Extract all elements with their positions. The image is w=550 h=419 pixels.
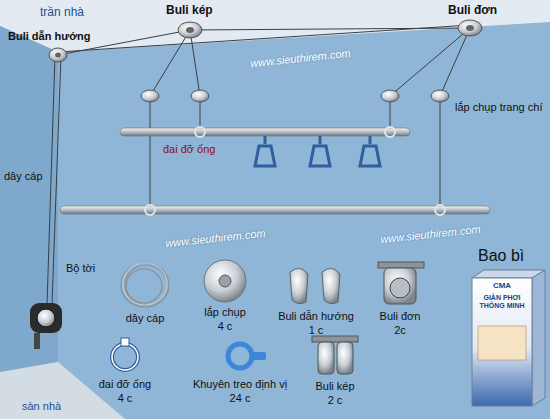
package-logo: CMA xyxy=(493,281,511,291)
area-label: trần nhà xyxy=(40,5,84,19)
package-box xyxy=(472,270,545,406)
ceiling-lids xyxy=(141,90,449,102)
double-pulley-part xyxy=(312,336,358,374)
cable-coil xyxy=(121,263,169,307)
part-name: Buli đơn xyxy=(380,310,421,323)
single-pulley-part xyxy=(378,262,424,304)
double-pulley xyxy=(178,22,202,38)
guide-pulley-part xyxy=(290,268,340,303)
part-name: Khuyên treo định vị xyxy=(193,378,287,391)
single-pulley xyxy=(458,20,482,36)
part-callout: Buli kép xyxy=(166,3,213,17)
part-callout: Buli đơn xyxy=(448,3,497,17)
part-quantity: 4 c xyxy=(118,392,133,405)
part-callout: Buli dẫn hướng xyxy=(8,30,90,43)
area-label: sàn nhà xyxy=(22,400,61,413)
part-quantity: 4 c xyxy=(218,320,233,333)
floor xyxy=(0,362,125,419)
pipe-support-part xyxy=(112,338,138,370)
part-name: dây cáp xyxy=(126,312,165,325)
lid-part xyxy=(204,260,246,302)
part-quantity: 2 c xyxy=(328,394,343,407)
cables xyxy=(47,25,470,305)
drying-poles xyxy=(60,127,490,215)
part-name: Buli kép xyxy=(315,380,354,393)
part-quantity: 24 c xyxy=(230,392,251,405)
part-callout: đai đỡ ống xyxy=(163,143,215,156)
positioning-ring-part xyxy=(228,344,266,368)
part-name: Buli dẫn hướng xyxy=(278,310,354,323)
part-quantity: 1 c xyxy=(309,324,324,337)
left-wall xyxy=(0,26,58,372)
package-title: Bao bì xyxy=(478,246,524,265)
part-callout: lắp chụp trang chí xyxy=(455,101,542,114)
package-text: GIÀN PHƠI THÔNG MINH xyxy=(474,294,530,309)
part-callout: Bộ tời xyxy=(66,262,95,275)
part-name: lắp chụp xyxy=(204,306,246,319)
part-quantity: 2c xyxy=(394,324,406,337)
part-name: đai đỡ ống xyxy=(99,378,151,391)
part-callout: dây cáp xyxy=(4,170,43,183)
hangers xyxy=(255,136,380,166)
winch xyxy=(30,303,62,349)
ceiling xyxy=(0,0,550,52)
guide-pulley xyxy=(49,48,67,62)
